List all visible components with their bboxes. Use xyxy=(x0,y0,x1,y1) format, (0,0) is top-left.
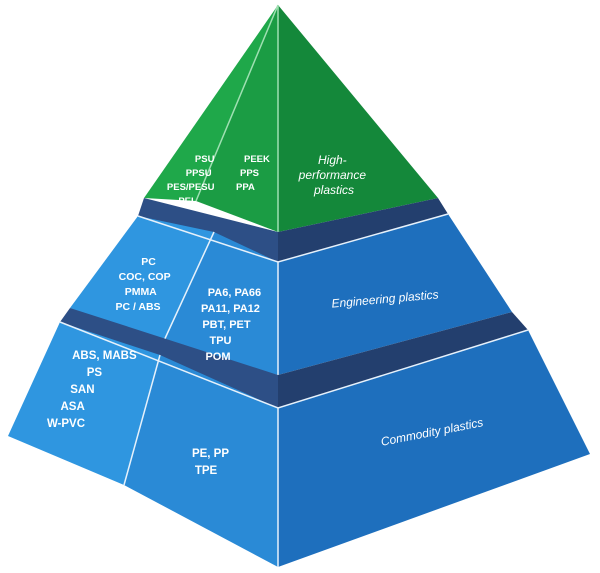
tier-engineering-middle-face xyxy=(162,232,278,375)
tier-commodity xyxy=(8,321,590,567)
tier-high-performance-middle-face xyxy=(196,5,278,232)
tier-engineering-right-face xyxy=(278,214,512,375)
tier-engineering-edge xyxy=(161,231,215,346)
material-label-group: PA6, PA66 PA11, PA12 PBT, PET TPU POM xyxy=(201,287,264,363)
tier-high-performance xyxy=(144,4,438,232)
material-label-group: PEEK PPS PPA xyxy=(236,154,273,193)
tier-engineering xyxy=(70,213,512,375)
tier-commodity-left-face xyxy=(8,322,160,485)
band-middle-right xyxy=(278,312,528,408)
tier-high-performance-right-face xyxy=(278,5,438,232)
band-top-right xyxy=(278,198,448,262)
tier-commodity-right-face xyxy=(278,330,590,567)
material-label-group: PE, PP TPE xyxy=(192,448,232,477)
tier-name-high-performance: High- performance plastics xyxy=(298,153,370,197)
tier-commodity-middle-face xyxy=(124,355,278,567)
material-label-group: PSU PPSU PES/PESU PEI xyxy=(167,154,217,207)
material-label-group: PC COC, COP PMMA PC / ABS xyxy=(115,256,173,313)
tier-engineering-edge xyxy=(137,213,449,263)
tier-commodity-edge xyxy=(59,321,529,409)
tier-engineering-left-face xyxy=(70,216,214,345)
band-middle xyxy=(60,308,528,408)
tier-high-performance-edge xyxy=(195,4,279,202)
band-middle-left xyxy=(60,308,278,408)
tier-high-performance-left-face xyxy=(144,5,278,201)
material-label-group: ABS, MABS PS SAN ASA W-PVC xyxy=(47,350,140,430)
tier-commodity-edge xyxy=(123,354,161,486)
